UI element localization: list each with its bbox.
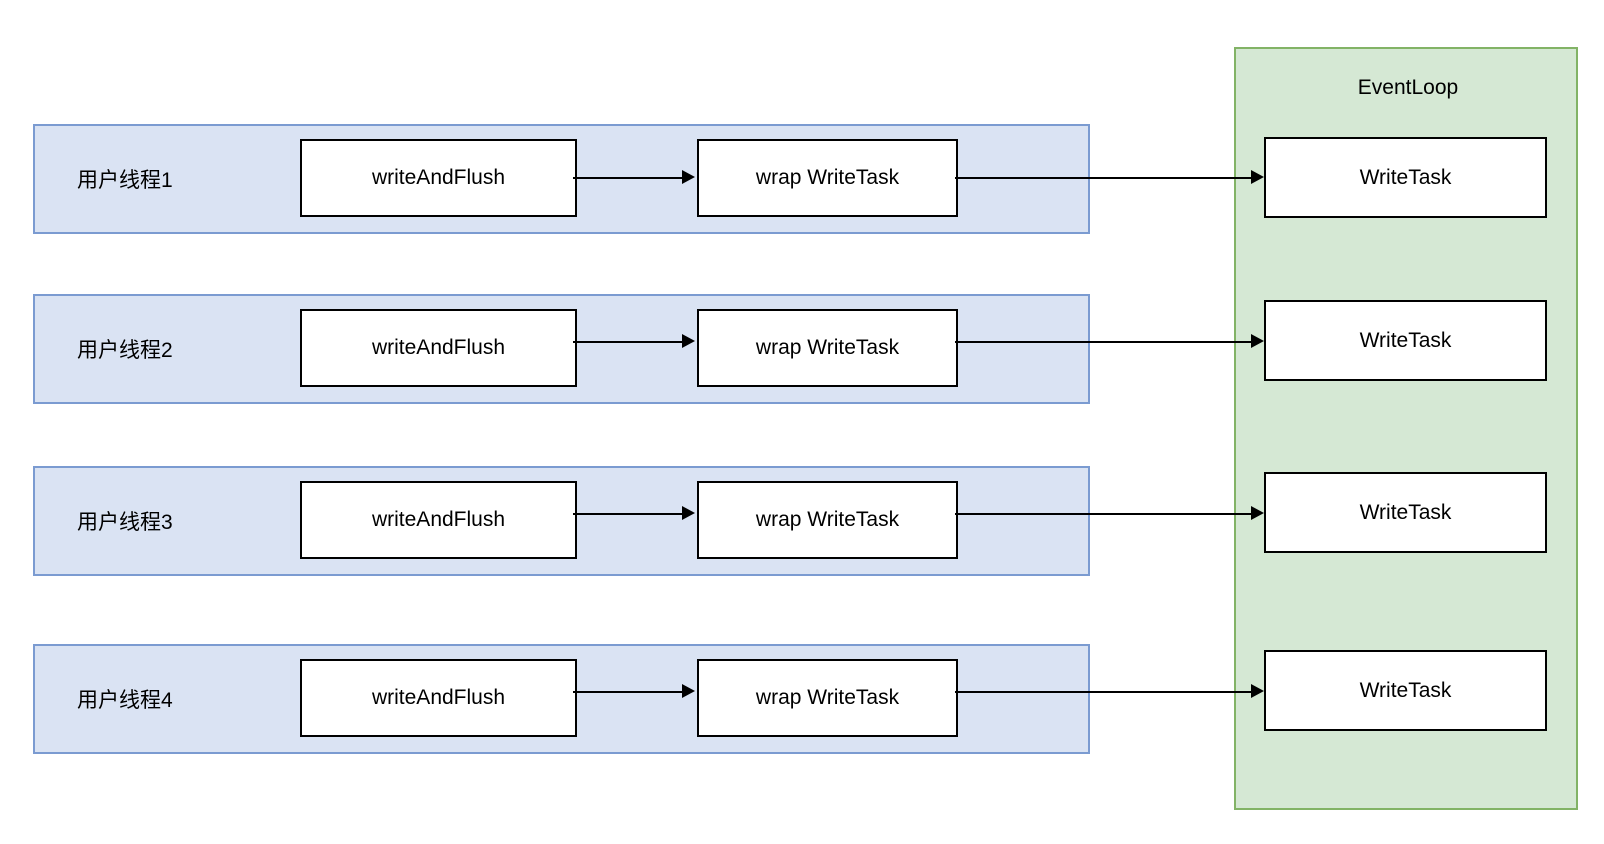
arrow-head-waf-to-wrap-2 xyxy=(682,334,695,348)
write-task-box-2[interactable]: WriteTask xyxy=(1264,300,1547,381)
arrow-head-wrap-to-eventloop-4 xyxy=(1251,684,1264,698)
thread-band-3: 用户线程3 writeAndFlush wrap WriteTask xyxy=(33,466,1090,576)
wrap-write-task-box-1[interactable]: wrap WriteTask xyxy=(697,139,958,217)
arrow-line-waf-to-wrap-1 xyxy=(573,177,682,179)
arrow-line-wrap-to-eventloop-1 xyxy=(955,177,1251,179)
wrap-write-task-box-4[interactable]: wrap WriteTask xyxy=(697,659,958,737)
thread-band-2: 用户线程2 writeAndFlush wrap WriteTask xyxy=(33,294,1090,404)
write-and-flush-box-1[interactable]: writeAndFlush xyxy=(300,139,577,217)
arrow-head-waf-to-wrap-1 xyxy=(682,170,695,184)
arrow-line-waf-to-wrap-3 xyxy=(573,513,682,515)
write-and-flush-box-2[interactable]: writeAndFlush xyxy=(300,309,577,387)
wrap-write-task-box-2[interactable]: wrap WriteTask xyxy=(697,309,958,387)
arrow-line-wrap-to-eventloop-4 xyxy=(955,691,1251,693)
arrow-line-wrap-to-eventloop-2 xyxy=(955,341,1251,343)
write-and-flush-box-3[interactable]: writeAndFlush xyxy=(300,481,577,559)
thread-label-3: 用户线程3 xyxy=(77,511,173,534)
write-task-box-3[interactable]: WriteTask xyxy=(1264,472,1547,553)
arrow-head-wrap-to-eventloop-1 xyxy=(1251,170,1264,184)
arrow-head-waf-to-wrap-4 xyxy=(682,684,695,698)
wrap-write-task-box-3[interactable]: wrap WriteTask xyxy=(697,481,958,559)
thread-label-2: 用户线程2 xyxy=(77,339,173,362)
arrow-line-wrap-to-eventloop-3 xyxy=(955,513,1251,515)
thread-band-4: 用户线程4 writeAndFlush wrap WriteTask xyxy=(33,644,1090,754)
arrow-line-waf-to-wrap-2 xyxy=(573,341,682,343)
write-and-flush-box-4[interactable]: writeAndFlush xyxy=(300,659,577,737)
thread-label-1: 用户线程1 xyxy=(77,169,173,192)
write-task-box-1[interactable]: WriteTask xyxy=(1264,137,1547,218)
eventloop-title: EventLoop xyxy=(1357,76,1459,99)
arrow-head-wrap-to-eventloop-3 xyxy=(1251,506,1264,520)
arrow-head-wrap-to-eventloop-2 xyxy=(1251,334,1264,348)
thread-label-4: 用户线程4 xyxy=(77,689,173,712)
thread-band-1: 用户线程1 writeAndFlush wrap WriteTask xyxy=(33,124,1090,234)
arrow-line-waf-to-wrap-4 xyxy=(573,691,682,693)
arrow-head-waf-to-wrap-3 xyxy=(682,506,695,520)
write-task-box-4[interactable]: WriteTask xyxy=(1264,650,1547,731)
